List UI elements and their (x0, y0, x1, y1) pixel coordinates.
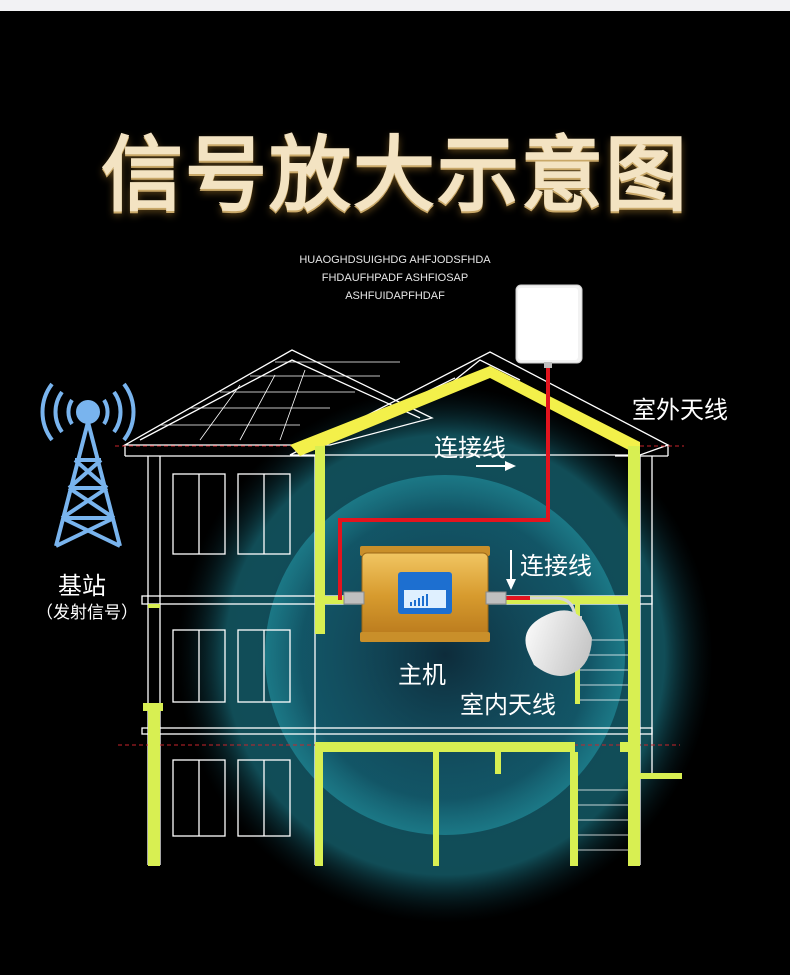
subtext-line-3: ASHFUIDAPFHDAF (345, 290, 445, 302)
label-connection-line-2: 连接线 (520, 552, 592, 580)
connection-arrows (476, 461, 516, 590)
label-connection-line-1: 连接线 (434, 434, 506, 462)
subtext-line-1: HUAOGHDSUIGHDG AHFJODSFHDA (299, 254, 491, 266)
decorative-subtext: HUAOGHDSUIGHDG AHFJODSFHDA FHDAUFHPADF A… (250, 251, 540, 305)
label-base-station: 基站 (58, 572, 106, 600)
label-host: 主机 (398, 661, 446, 689)
diagram-title: 信号放大示意图 (100, 128, 689, 223)
top-strip (0, 0, 790, 11)
cell-tower-icon (40, 382, 136, 548)
label-indoor-antenna: 室内天线 (460, 691, 556, 719)
panel-antenna-icon (515, 284, 583, 368)
signal-amplifier-icon (343, 546, 507, 642)
dome-antenna-icon (525, 610, 592, 676)
subtext-line-2: FHDAUFHPADF ASHFIOSAP (321, 272, 469, 284)
label-outdoor-antenna: 室外天线 (632, 396, 728, 424)
label-base-station-sub: （发射信号） (36, 603, 138, 623)
